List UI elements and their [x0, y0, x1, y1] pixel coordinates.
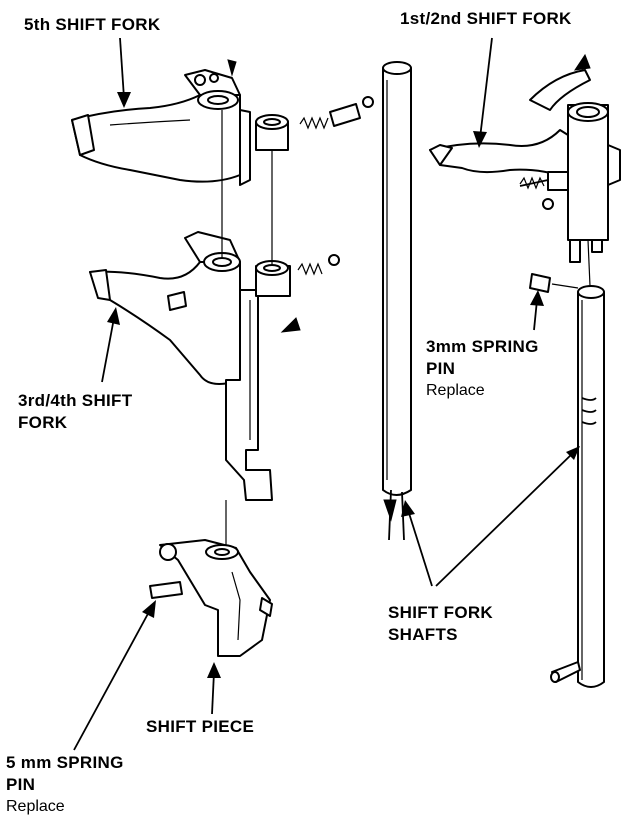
label-3rd-4th-line1: 3rd/4th SHIFT	[18, 391, 133, 410]
label-5th-shift-fork: 5th SHIFT FORK	[24, 15, 161, 34]
shift-fork-shaft-long	[382, 61, 412, 541]
label-3mm-line2: PIN	[426, 359, 456, 378]
label-3rd-4th-shift-fork: 3rd/4th SHIFT FORK	[18, 390, 132, 434]
label-5mm-note: Replace	[6, 798, 65, 815]
label-5mm-line1: 5 mm SPRING	[6, 753, 124, 772]
label-shift-piece: SHIFT PIECE	[146, 717, 255, 736]
first-second-shift-fork	[429, 53, 621, 287]
leader-arrows	[73, 37, 580, 751]
fifth-shift-fork	[71, 59, 374, 186]
label-5mm-line2: PIN	[6, 775, 36, 794]
spring-pin-5mm	[149, 581, 183, 599]
label-shafts-line1: SHIFT FORK	[388, 603, 493, 622]
third-fourth-shift-fork	[89, 231, 340, 501]
label-shafts-line2: SHAFTS	[388, 625, 458, 644]
spring-pin-3mm	[529, 273, 579, 293]
label-3mm-note: Replace	[426, 382, 485, 399]
shift-fork-shaft-right	[550, 285, 605, 688]
label-3rd-4th-line2: FORK	[18, 413, 68, 432]
label-5mm-spring-pin: 5 mm SPRING PIN Replace	[6, 752, 124, 818]
label-shift-fork-shafts: SHIFT FORK SHAFTS	[388, 602, 493, 646]
label-3mm-line1: 3mm SPRING	[426, 337, 539, 356]
label-3mm-spring-pin: 3mm SPRING PIN Replace	[426, 336, 539, 402]
label-1st-2nd-shift-fork: 1st/2nd SHIFT FORK	[400, 9, 572, 28]
shift-piece	[159, 539, 273, 657]
